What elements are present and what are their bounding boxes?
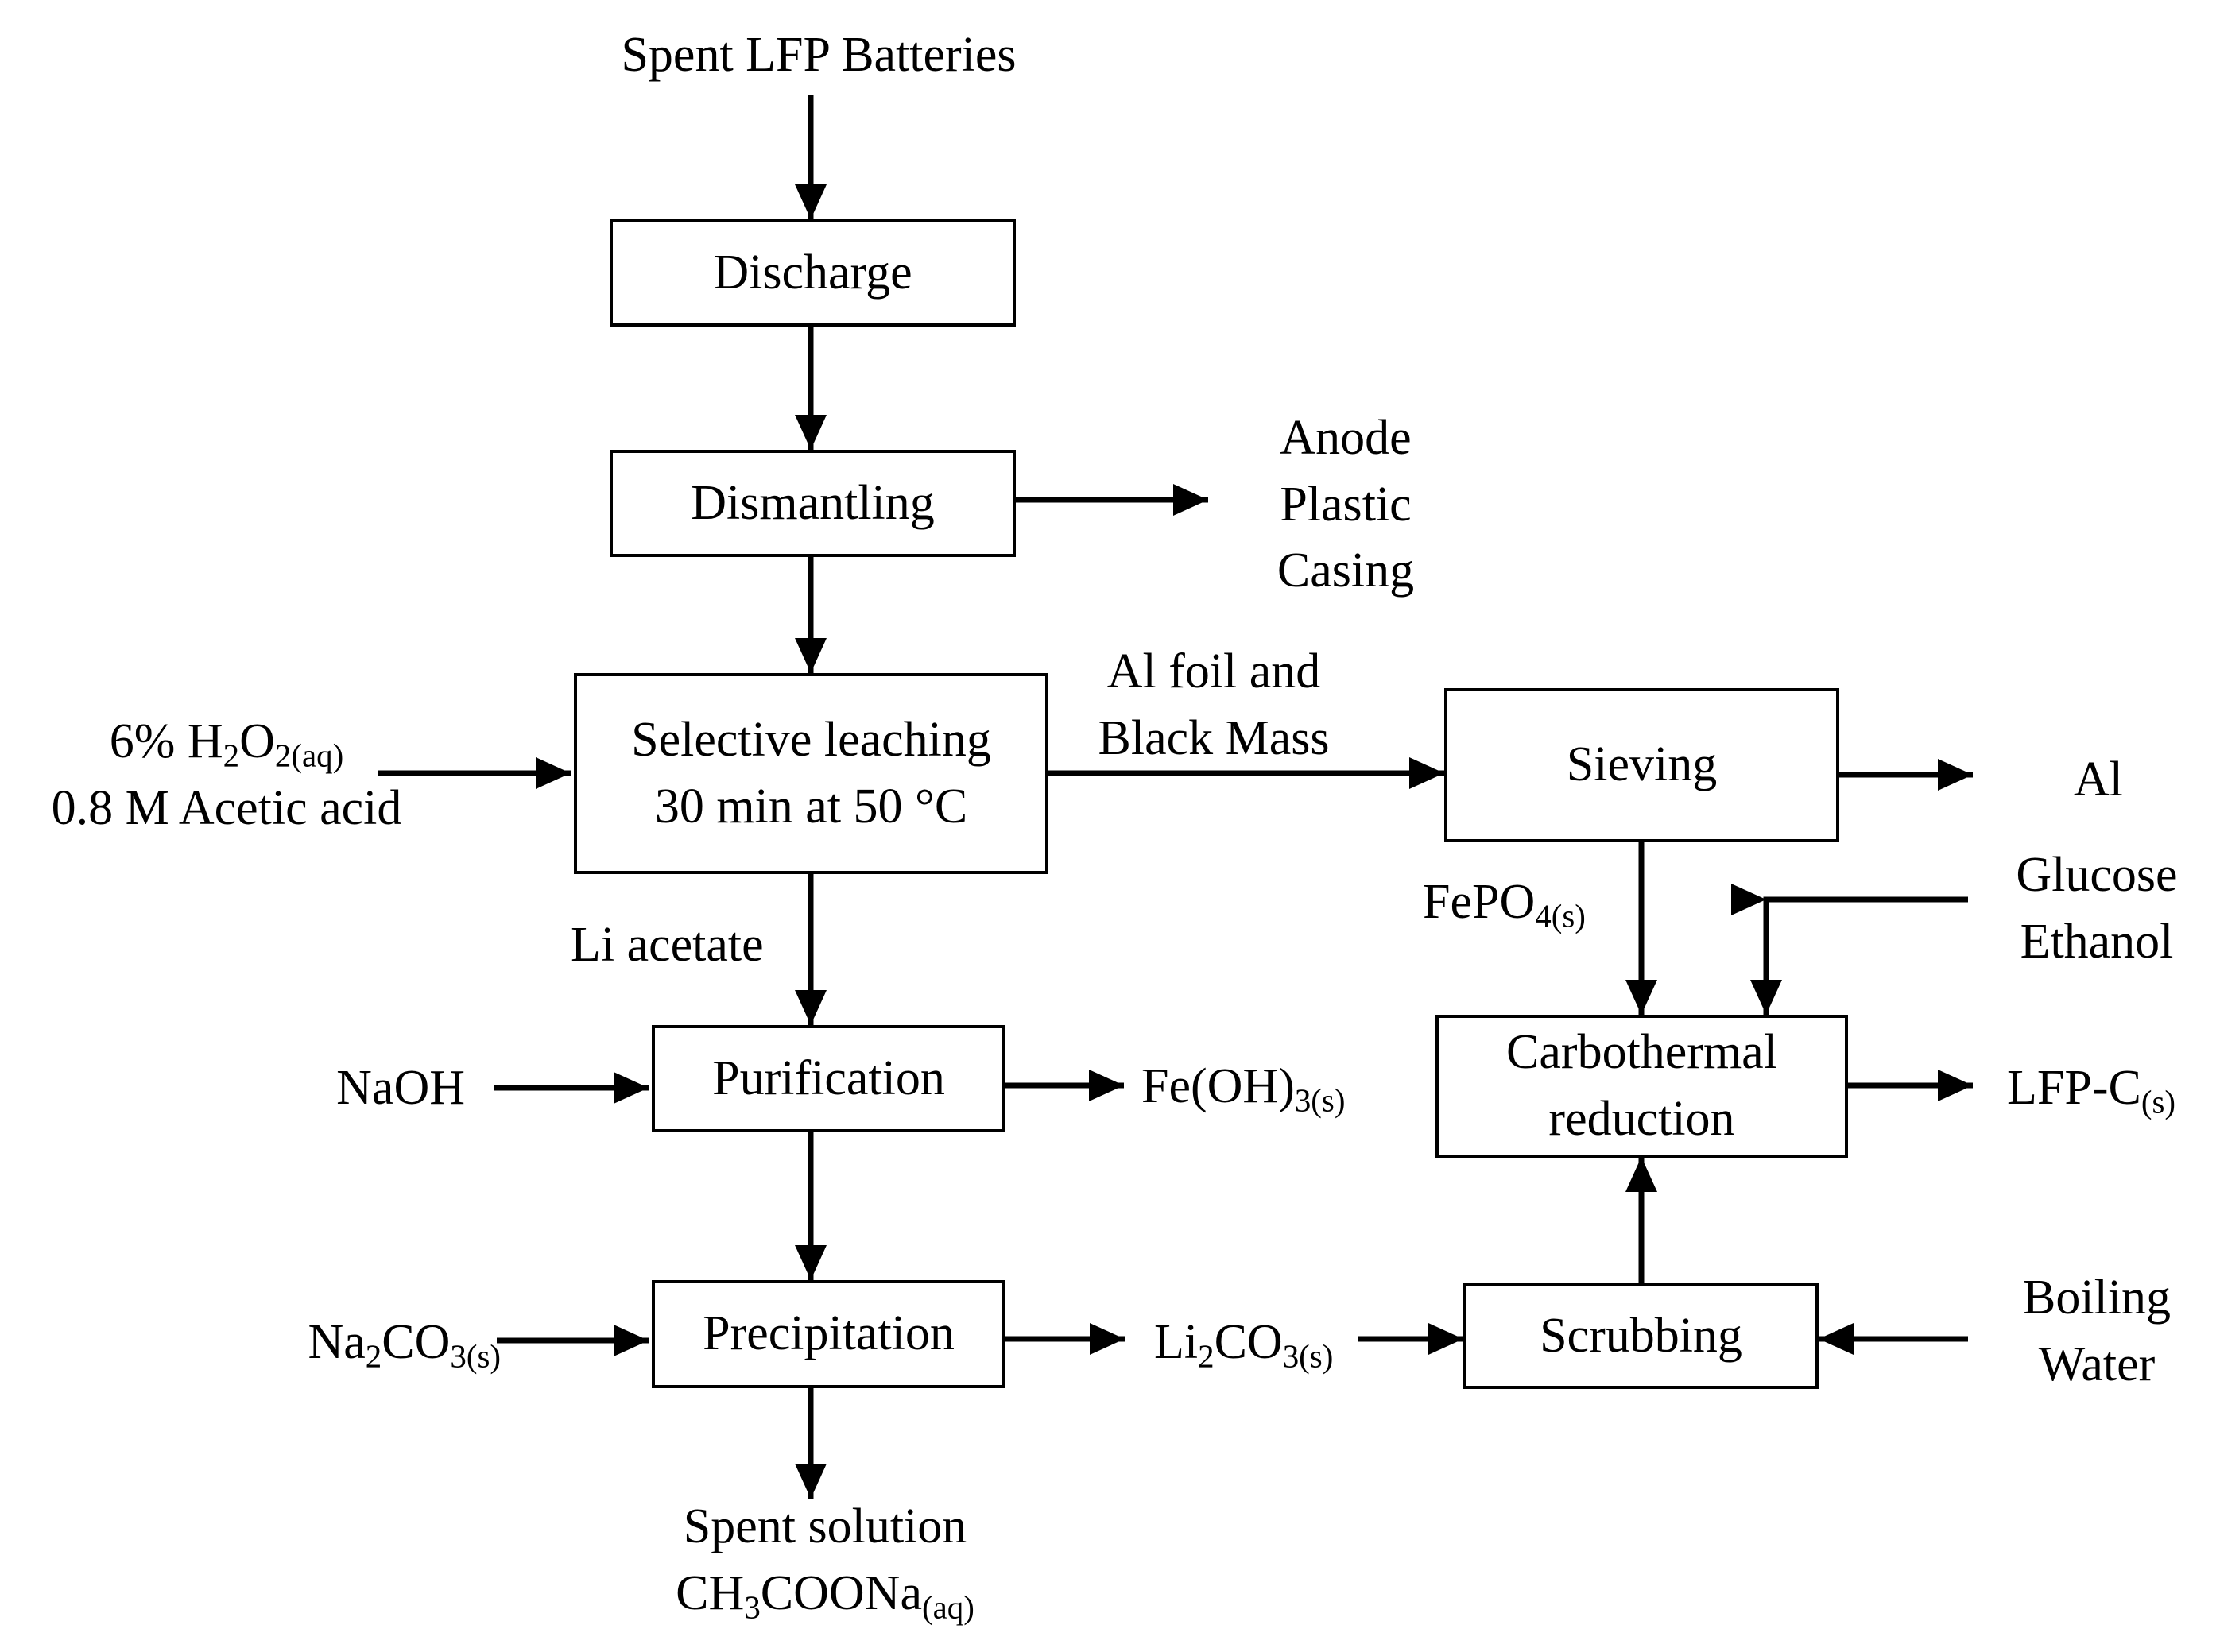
anode-label: Anode [1280,411,1412,465]
water-label: Water [2038,1337,2156,1391]
al-foil-black-mass-label: Al foil and Black Mass [1098,639,1329,772]
selective-leaching-box: Selective leaching 30 min at 50 °C [574,673,1048,874]
fepo4-label: FePO4(s) [1423,875,1586,934]
purification-box: Purification [652,1025,1005,1132]
glucose-label: Glucose [2016,848,2178,902]
spent-lfp-batteries-label: Spent LFP Batteries [621,28,1017,82]
boiling-label: Boiling [2022,1271,2172,1325]
scrubbing-label: Scrubbing [1540,1308,1742,1363]
al-product-label: Al [2074,752,2123,807]
carbothermal-reduction-box: Carbothermal reduction [1435,1015,1848,1158]
sieving-label: Sieving [1566,737,1718,792]
spent-solution-text: Spent solution [683,1499,967,1553]
feoh3-label: Fe(OH)3(s) [1141,1059,1346,1119]
ch3coona-label: CH3COONa(aq) [676,1565,974,1626]
leaching-reagents: 6% H2O2(aq) 0.8 M Acetic acid [52,709,402,841]
purification-label: Purification [712,1050,945,1105]
na2co3-label: Na2CO3(s) [308,1315,501,1375]
dismantling-byproducts: Anode Plastic Casing [1277,405,1414,605]
li2co3-label: Li2CO3(s) [1154,1315,1334,1375]
arrow-glucose-to-carbothermal [1750,896,1968,1015]
selective-leaching-label-2: 30 min at 50 °C [654,779,968,834]
dismantling-box: Dismantling [610,450,1016,557]
black-mass-label: Black Mass [1098,710,1330,765]
sieving-box: Sieving [1444,688,1839,842]
glucose-ethanol-label: Glucose Ethanol [2016,842,2177,975]
li-acetate-label: Li acetate [571,918,764,972]
spent-solution-label: Spent solution CH3COONa(aq) [676,1494,974,1627]
ethanol-label: Ethanol [2020,914,2174,969]
carbothermal-label-1: Carbothermal [1506,1025,1777,1080]
scrubbing-box: Scrubbing [1463,1283,1819,1389]
lfp-c-label: LFP-C(s) [2007,1061,2176,1120]
naoh-label: NaOH [336,1061,465,1115]
precipitation-label: Precipitation [703,1306,955,1361]
boiling-water-label: Boiling Water [2023,1265,2171,1398]
dismantling-label: Dismantling [691,475,935,530]
carbothermal-label-2: reduction [1548,1092,1735,1146]
h2o2-label: 6% H2O2(aq) [109,714,344,774]
acetic-acid-label: 0.8 M Acetic acid [51,780,402,835]
discharge-label: Discharge [713,245,912,300]
al-foil-label: Al foil and [1106,644,1321,698]
discharge-box: Discharge [610,219,1016,327]
casing-label: Casing [1277,544,1415,598]
plastic-label: Plastic [1280,477,1412,532]
precipitation-box: Precipitation [652,1280,1005,1388]
selective-leaching-label-1: Selective leaching [631,712,991,767]
